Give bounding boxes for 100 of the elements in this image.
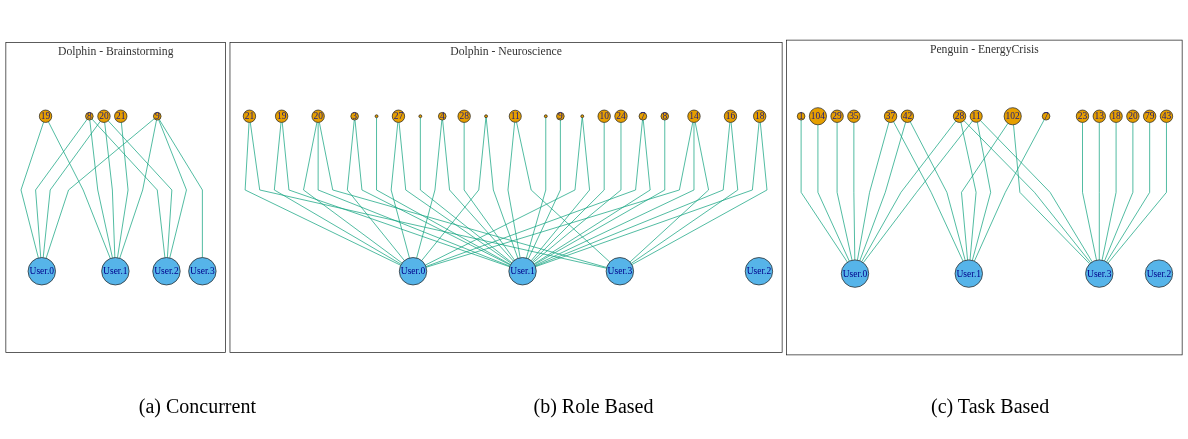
connector [442,119,514,262]
connector [421,117,487,261]
connector [390,122,410,259]
connector [20,121,44,259]
connector [346,119,405,261]
node-circle: 43 [1159,109,1174,123]
connector [117,122,129,259]
node-circle: User.0 [840,259,870,288]
node-circle: 35 [847,109,861,123]
connector [318,121,608,268]
connector [836,122,853,261]
connector [281,122,510,268]
connector [631,122,768,265]
connector [104,122,116,258]
node-circle: User.3 [605,257,634,286]
node-circle: 11 [508,109,522,123]
node-circle: 13 [1092,109,1106,123]
connector [244,122,402,266]
node-circle: 1 [796,112,806,121]
connector [1101,122,1117,261]
connector [525,117,547,259]
connector [45,118,155,259]
connector [158,119,187,259]
node-circle: 29 [830,109,844,123]
panel-caption: (a) Concurrent [138,395,256,418]
node-circle: 24 [614,109,628,123]
connector [485,117,519,259]
connector [1013,124,1091,265]
node-circle: 104 [808,107,827,126]
connector [354,119,511,266]
node-circle: User.3 [1085,259,1114,288]
node-circle: 20 [97,109,111,123]
node-circle: 14 [687,109,701,123]
connector [961,123,1009,261]
connector [516,121,611,263]
node-circle: 21 [242,109,256,123]
node-circle: 79 [1143,109,1157,123]
connector [89,119,113,259]
panel-caption: (c) Task Based [931,395,1050,418]
node-circle: 18 [1109,109,1123,123]
node-circle: 23 [1075,109,1090,123]
connector [972,121,992,261]
node-circle: User.1 [101,257,130,286]
node-circle: 18 [753,109,767,123]
connector [1107,122,1167,264]
connector [531,122,605,262]
connector [398,122,512,264]
connector [530,117,590,261]
connector [424,117,583,266]
node-circle: 7 [1041,112,1051,121]
connector [857,121,890,261]
connector [273,122,402,265]
node-circle: 19 [39,109,53,123]
connector [35,118,88,258]
connector [817,124,850,262]
node-circle: 3 [350,112,359,121]
connector [425,119,643,267]
connector [416,119,443,259]
connector [974,119,1045,262]
connector [1106,122,1151,263]
connector [317,122,511,267]
node-circle: User.2 [152,257,181,286]
node-circle: 4 [438,112,447,121]
connector [893,121,964,262]
connector [862,120,973,264]
connector [420,117,513,264]
connector [630,122,739,264]
node-circle: User.0 [27,257,56,286]
connector [960,121,977,261]
connector [91,118,166,258]
node-circle: 28 [953,109,967,123]
panel-caption: (b) Role Based [533,395,654,418]
node-circle: User.1 [508,257,537,286]
connector [48,121,111,259]
connector [507,121,521,259]
node-circle: 20 [1126,109,1140,123]
node-circle: 8 [85,112,94,121]
node-circle: 7 [638,112,648,121]
node-circle: 20 [311,109,325,123]
node-circle: 21 [114,109,128,123]
connector [42,120,101,258]
connector [158,119,203,258]
connector [463,122,515,261]
node-circle [580,114,585,119]
connector [119,119,157,259]
node-circle: User.0 [398,257,428,286]
node-circle: 9 [556,112,565,121]
node-circle: 10 [597,109,611,123]
node-circle: 37 [884,109,898,123]
node-circle [484,114,488,119]
node-circle [418,114,423,119]
connector [1098,122,1100,261]
connector [861,120,957,263]
connector [853,122,856,261]
node-circle: 9 [153,112,162,121]
node-circle: User.3 [188,257,217,286]
connector [107,120,173,258]
node-circle: User.2 [1144,259,1174,288]
connector [303,121,403,264]
connector [376,117,511,265]
